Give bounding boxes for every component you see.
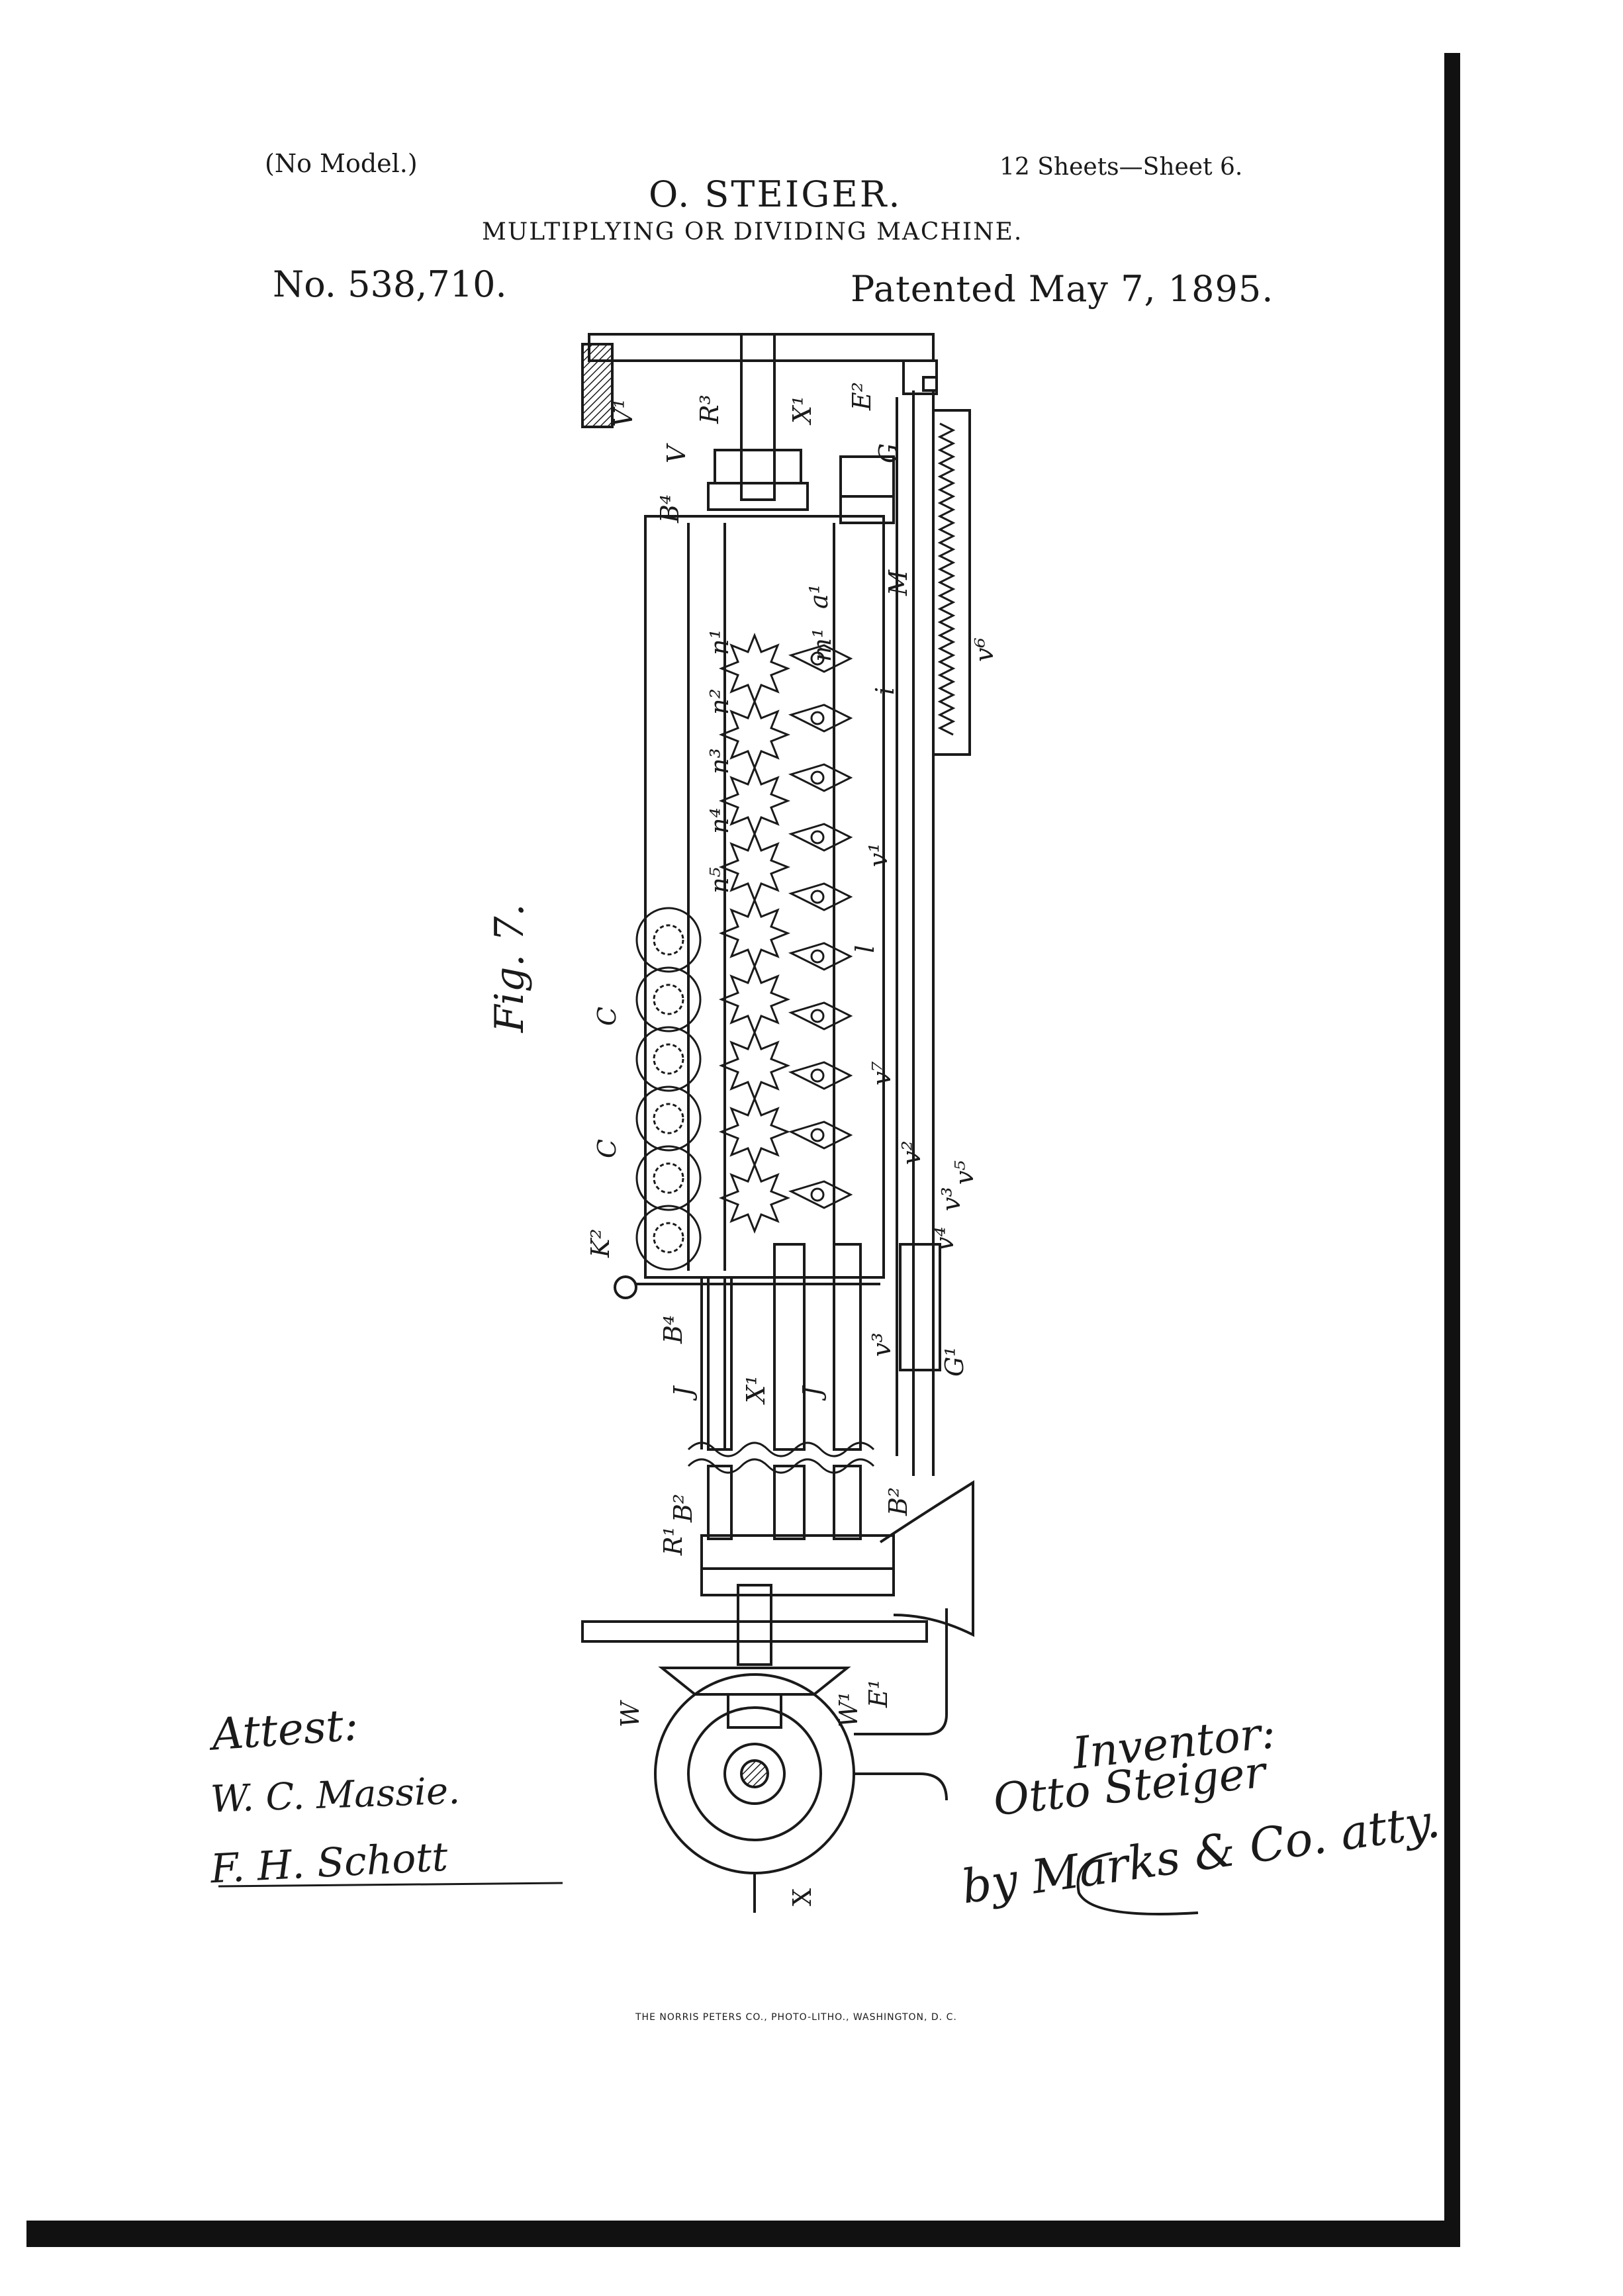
patent-date: Patented May 7, 1895. [851, 268, 1274, 310]
label-v3-low: v³ [867, 1332, 896, 1357]
label-a1: a¹ [804, 584, 833, 609]
lower-frame [700, 1534, 895, 1570]
label-x1-top: X¹ [788, 396, 817, 426]
label-v3: v³ [937, 1187, 966, 1211]
label-v5: v⁵ [950, 1160, 979, 1185]
label-w1: W¹ [834, 1692, 863, 1727]
label-v6: v⁶ [970, 637, 999, 662]
label-m: M [884, 569, 913, 596]
label-n1: n¹ [705, 629, 734, 655]
attorney-flourish [1076, 1852, 1199, 1915]
sheet-number: 12 Sheets—Sheet 6. [999, 154, 1243, 181]
label-k2: K² [586, 1228, 615, 1258]
lower-right-block [899, 1243, 941, 1371]
label-n4: n⁴ [705, 807, 734, 834]
label-l: l [851, 945, 880, 953]
label-v1: V¹ [609, 398, 638, 427]
label-i: i [870, 687, 900, 695]
printer-imprint: THE NORRIS PETERS CO., PHOTO-LITHO., WAS… [635, 2012, 957, 2023]
spring-housing [932, 409, 971, 756]
label-v1-low: v¹ [864, 843, 893, 867]
label-w: W [616, 1700, 645, 1727]
label-j-right: J [798, 1385, 827, 1401]
sheet-edge-right [1444, 53, 1460, 2237]
label-g: G [874, 443, 903, 463]
label-e1: E¹ [864, 1679, 893, 1708]
attest-label: Attest: [210, 1699, 360, 1761]
fig-label: Fig. 7. [487, 903, 533, 1033]
label-b4-top: B⁴ [655, 494, 684, 524]
patent-number: No. 538,710. [273, 263, 507, 305]
main-housing [644, 515, 885, 1279]
patent-title: MULTIPLYING OR DIVIDING MACHINE. [482, 218, 1023, 246]
witness-signature-1: W. C. Massie. [209, 1769, 461, 1821]
label-m1: m¹ [808, 628, 837, 662]
star-wheels [718, 632, 791, 1234]
inventor-name: O. STEIGER. [649, 173, 902, 215]
no-model-note: (No Model.) [265, 149, 418, 178]
label-b2-left: B² [669, 1494, 698, 1523]
label-n3: n³ [705, 748, 734, 774]
label-g1: G¹ [940, 1346, 969, 1377]
label-b2-right: B² [884, 1487, 913, 1516]
base-plate [581, 1620, 928, 1643]
top-shaft [740, 333, 776, 501]
label-c-upper: C [592, 1007, 622, 1026]
label-x: X [788, 1888, 817, 1906]
label-r1: R¹ [659, 1526, 688, 1556]
label-v2: v² [897, 1140, 926, 1165]
top-frame [588, 333, 935, 362]
bevel-gear [658, 1667, 851, 1696]
label-n5: n⁵ [705, 867, 734, 894]
sheet-edge-bottom [26, 2221, 1460, 2247]
counting-wheels [635, 907, 702, 1271]
spring-coil [937, 422, 956, 736]
label-v7: v⁷ [867, 1061, 896, 1085]
top-frame-bracket [581, 343, 614, 428]
witness-underline [218, 1882, 563, 1888]
label-j-left: J [669, 1385, 698, 1401]
label-v: V [662, 443, 691, 463]
label-n2: n² [705, 688, 734, 715]
handle-knob [614, 1275, 637, 1299]
label-v4: v⁴ [930, 1226, 959, 1251]
lower-stand [854, 1608, 948, 1801]
label-x1-low: X¹ [741, 1375, 770, 1405]
label-c-lower: C [592, 1139, 622, 1158]
pawls [788, 644, 853, 1209]
label-r3: R³ [695, 394, 724, 424]
label-e2: E² [847, 382, 876, 411]
right-stand [879, 1480, 974, 1637]
label-b4-low: B⁴ [659, 1315, 688, 1344]
